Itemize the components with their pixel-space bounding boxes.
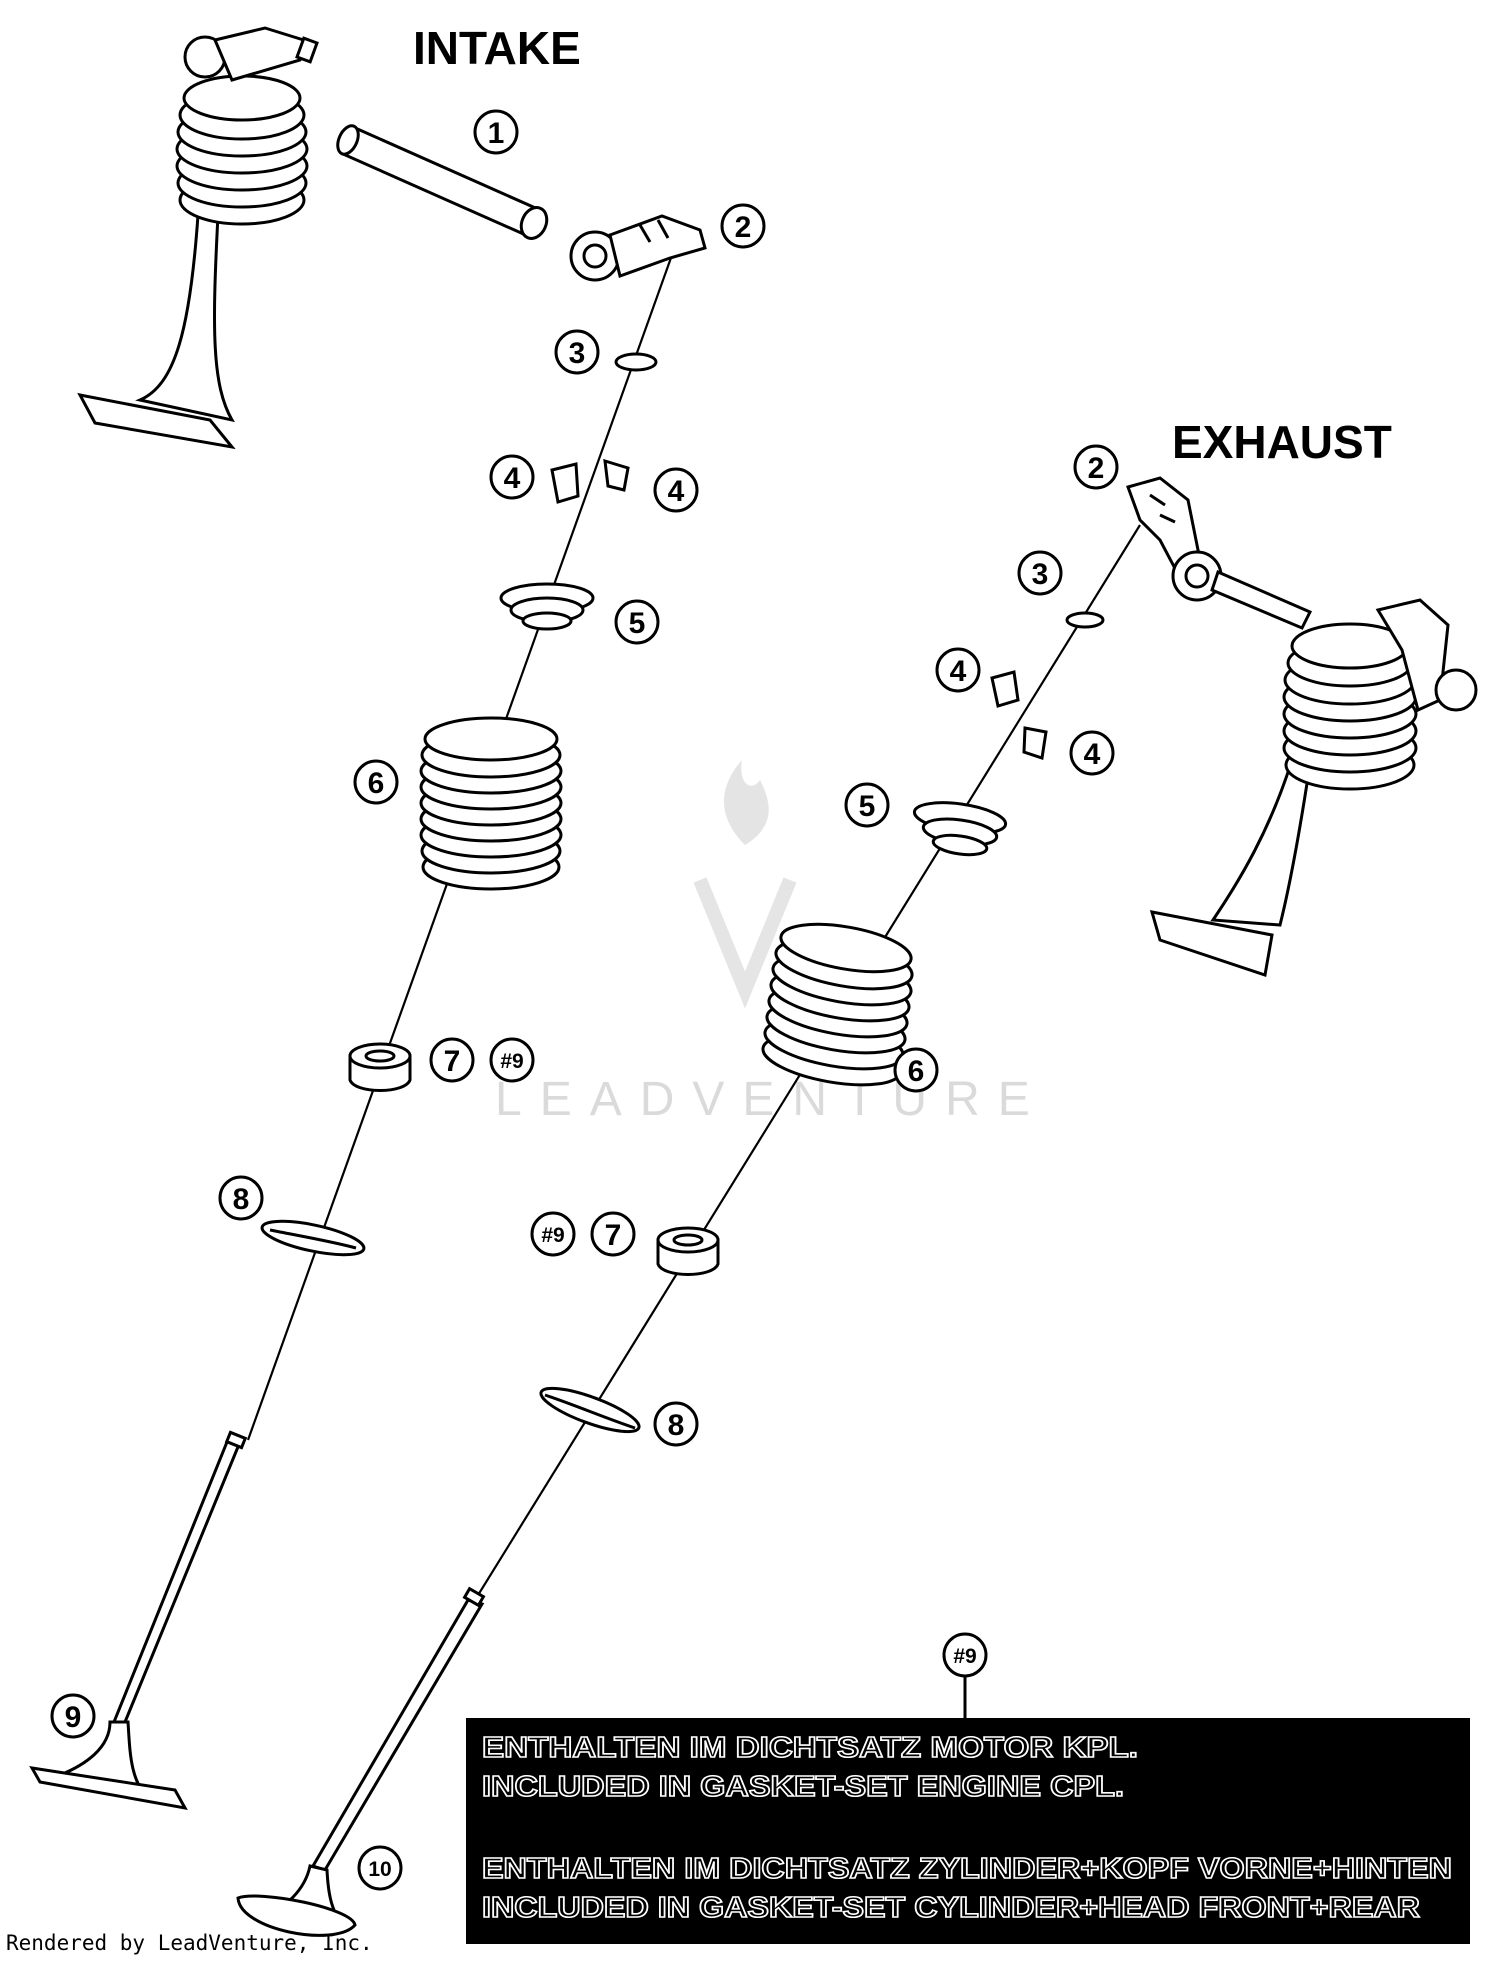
- svg-text:7: 7: [444, 1045, 461, 1078]
- svg-text:4: 4: [950, 655, 967, 688]
- intake-valve-spring: [419, 716, 563, 891]
- exhaust-valve-stem-seal: [656, 1226, 720, 1276]
- intake-rocker-arm: [569, 214, 707, 282]
- callout-8-exhaust: 8: [653, 1401, 699, 1447]
- callout-7-exhaust: 7: [590, 1211, 636, 1257]
- callout-9: 9: [50, 1693, 96, 1739]
- callout-4-intake-right: 4: [653, 467, 699, 513]
- intake-valve-keeper-left: [550, 462, 580, 504]
- svg-text:1: 1: [488, 117, 505, 150]
- svg-text:#9: #9: [500, 1050, 523, 1073]
- exhaust-spring-seat: [539, 1386, 641, 1434]
- callout-4-exhaust-upper: 4: [935, 647, 981, 693]
- svg-text:2: 2: [1088, 452, 1105, 485]
- callout-ref9-intake: #9: [489, 1037, 535, 1083]
- note-line-3: ENTHALTEN IM DICHTSATZ ZYLINDER+KOPF VOR…: [482, 1853, 1452, 1885]
- svg-text:6: 6: [368, 767, 385, 800]
- exhaust-assembled-valve: [1149, 569, 1478, 977]
- svg-text:3: 3: [1032, 558, 1049, 591]
- callout-3-intake: 3: [554, 329, 600, 375]
- exhaust-spring-retainer: [912, 801, 1008, 857]
- exhaust-rocker-arm: [1126, 476, 1223, 602]
- exhaust-valve-keeper-lower: [1022, 726, 1048, 760]
- watermark-flame-icon: [723, 760, 769, 845]
- exhaust-valve-keeper-upper: [990, 670, 1020, 708]
- note-line-2: INCLUDED IN GASKET-SET ENGINE CPL.: [482, 1771, 1124, 1803]
- callout-6-exhaust: 6: [893, 1047, 939, 1093]
- callout-2-exhaust: 2: [1073, 444, 1119, 490]
- exhaust-title: EXHAUST: [1172, 416, 1392, 468]
- exhaust-valve-spring: [761, 922, 914, 1087]
- exhaust-valve-shim: [1065, 611, 1105, 629]
- note-box: [466, 1718, 1470, 1944]
- svg-text:6: 6: [908, 1055, 925, 1088]
- callout-3-exhaust: 3: [1017, 550, 1063, 596]
- callout-4-exhaust-lower: 4: [1069, 730, 1115, 776]
- callout-4-intake-left: 4: [489, 454, 535, 500]
- leadventure-watermark: LEADVENTURE: [495, 760, 1048, 1126]
- watermark-text: LEADVENTURE: [495, 1073, 1048, 1126]
- intake-spring-seat: [260, 1219, 366, 1257]
- callout-2-intake: 2: [720, 203, 766, 249]
- svg-text:8: 8: [668, 1409, 685, 1442]
- svg-text:8: 8: [233, 1183, 250, 1216]
- svg-text:4: 4: [668, 475, 685, 508]
- intake-title: INTAKE: [413, 22, 581, 74]
- svg-text:3: 3: [569, 337, 586, 370]
- svg-text:9: 9: [65, 1701, 82, 1734]
- intake-valve-stem-seal: [348, 1042, 412, 1092]
- svg-text:4: 4: [504, 462, 521, 495]
- svg-text:4: 4: [1084, 738, 1101, 771]
- rocker-shaft: [336, 124, 549, 240]
- callout-7-intake: 7: [429, 1037, 475, 1083]
- callout-8-intake: 8: [218, 1175, 264, 1221]
- svg-text:5: 5: [629, 607, 646, 640]
- callout-6-intake: 6: [353, 759, 399, 805]
- intake-valve-keeper-right: [603, 458, 630, 492]
- render-credit: Rendered by LeadVenture, Inc.: [6, 1931, 373, 1955]
- svg-text:#9: #9: [541, 1224, 564, 1247]
- intake-valve: [29, 1430, 248, 1811]
- note-line-4: INCLUDED IN GASKET-SET CYLINDER+HEAD FRO…: [482, 1892, 1420, 1924]
- callout-5-exhaust: 5: [844, 782, 890, 828]
- intake-assembled-valve: [77, 26, 319, 450]
- exhaust-valve: [236, 1586, 486, 1937]
- gasket-set-note: #9 ENTHALTEN IM DICHTSATZ MOTOR KPL. INC…: [466, 1632, 1470, 1944]
- note-line-1: ENTHALTEN IM DICHTSATZ MOTOR KPL.: [482, 1732, 1138, 1764]
- intake-valve-shim: [614, 352, 658, 372]
- intake-spring-retainer: [499, 582, 595, 631]
- callout-1: 1: [473, 109, 519, 155]
- svg-text:#9: #9: [953, 1645, 976, 1668]
- exhaust-assembled-spring: [1282, 622, 1418, 791]
- svg-text:2: 2: [735, 211, 752, 244]
- svg-text:7: 7: [605, 1219, 622, 1252]
- callout-ref9-exhaust: #9: [530, 1211, 576, 1257]
- note-ref-callout: #9: [942, 1632, 988, 1678]
- callout-5-intake: 5: [614, 599, 660, 645]
- callout-10: 10: [357, 1845, 403, 1891]
- intake-assembled-spring: [175, 74, 309, 226]
- svg-text:10: 10: [368, 1858, 391, 1881]
- watermark-v-icon: [693, 877, 797, 1009]
- svg-text:5: 5: [859, 790, 876, 823]
